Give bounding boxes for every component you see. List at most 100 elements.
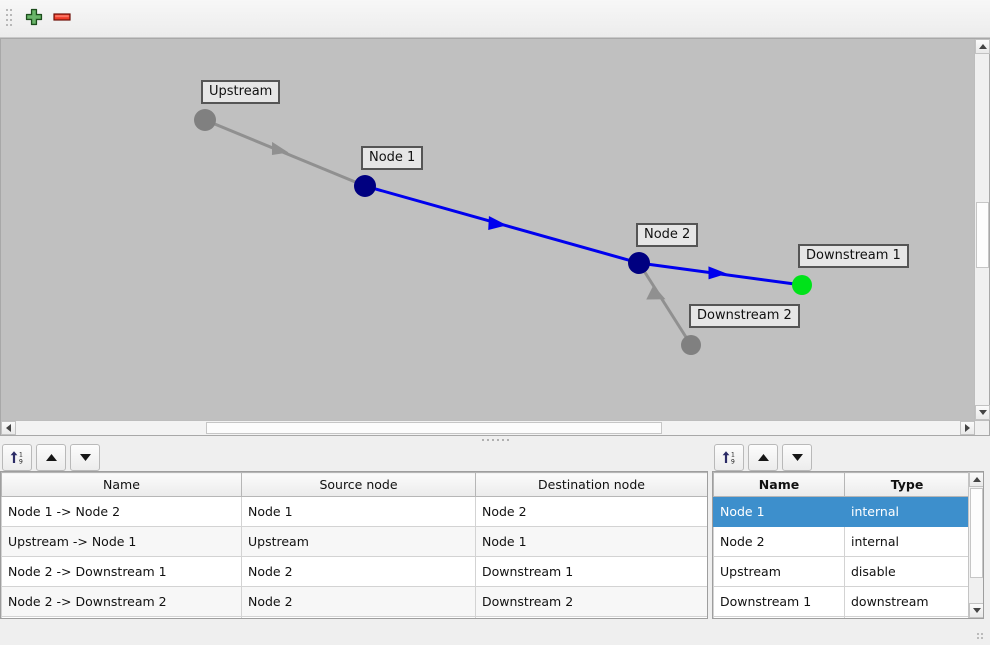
- edges-col-source[interactable]: Source node: [241, 472, 476, 497]
- edges-cell-destination[interactable]: Downstream 2: [475, 586, 707, 617]
- resize-grip-icon[interactable]: [977, 633, 987, 643]
- nodes-scrollbar-thumb[interactable]: [970, 488, 983, 578]
- chevron-down-icon: [978, 410, 987, 415]
- graph-node-downstream2[interactable]: [681, 335, 701, 355]
- edges-table[interactable]: Name Source node Destination node Node 1…: [1, 472, 707, 618]
- edges-move-up-button[interactable]: [36, 443, 66, 471]
- edges-cell-source[interactable]: Node 2: [241, 556, 476, 587]
- graph-canvas[interactable]: Upstream Node 1 Node 2 Downstream 1 Down…: [1, 39, 975, 420]
- table-row[interactable]: Upstream disable: [713, 556, 970, 587]
- arrow-up-icon: [45, 453, 57, 461]
- nodes-scroll-up-button[interactable]: [969, 472, 983, 487]
- svg-text:9: 9: [19, 458, 23, 465]
- nodes-table[interactable]: Name Type Node 1 internal Node 2 interna…: [713, 472, 970, 618]
- edges-cell-name[interactable]: Upstream -> Node 1: [1, 526, 242, 557]
- edges-panel: 1 9 Name Source n: [0, 443, 708, 623]
- table-row[interactable]: Node 1 -> Node 2 Node 1 Node 2: [1, 496, 707, 527]
- nodes-cell-name[interactable]: Upstream: [713, 556, 845, 587]
- table-row[interactable]: Downstream 1 downstream: [713, 586, 970, 617]
- nodes-move-down-button[interactable]: [782, 443, 812, 471]
- graph-horizontal-scrollbar[interactable]: [1, 420, 975, 435]
- table-row[interactable]: Upstream -> Node 1 Upstream Node 1: [1, 526, 707, 557]
- graph-edge-node2-downstream1[interactable]: [638, 261, 803, 287]
- graph-node-node2[interactable]: [628, 252, 650, 274]
- edges-sort-button[interactable]: 1 9: [2, 443, 32, 471]
- nodes-table-frame[interactable]: Name Type Node 1 internal Node 2 interna…: [712, 471, 984, 619]
- scroll-right-button[interactable]: [960, 421, 975, 435]
- scroll-down-button[interactable]: [975, 405, 990, 420]
- remove-button[interactable]: [48, 5, 76, 33]
- svg-text:1: 1: [731, 451, 735, 458]
- graph-view[interactable]: Upstream Node 1 Node 2 Downstream 1 Down…: [0, 38, 990, 436]
- nodes-sort-button[interactable]: 1 9: [714, 443, 744, 471]
- graph-vertical-scrollbar[interactable]: [974, 39, 990, 420]
- edges-cell-name[interactable]: Node 2 -> Downstream 2: [1, 586, 242, 617]
- chevron-up-icon: [972, 477, 981, 482]
- table-row[interactable]: Node 2 -> Downstream 1 Node 2 Downstream…: [1, 556, 707, 587]
- arrow-down-icon: [79, 453, 91, 461]
- edges-cell-destination[interactable]: Node 2: [475, 496, 707, 527]
- nodes-col-name[interactable]: Name: [713, 472, 845, 497]
- graph-node-upstream[interactable]: [194, 109, 216, 131]
- graph-node-downstream1[interactable]: [792, 275, 812, 295]
- nodes-cell-type[interactable]: disable: [844, 556, 970, 587]
- table-row[interactable]: Node 1 internal: [713, 496, 970, 527]
- table-row[interactable]: Node 2 -> Downstream 2 Node 2 Downstream…: [1, 586, 707, 617]
- graph-edge-upstream-node1[interactable]: [204, 118, 366, 188]
- edges-cell-destination[interactable]: Downstream 1: [475, 556, 707, 587]
- add-button[interactable]: [20, 5, 48, 33]
- nodes-cell-name[interactable]: Node 2: [713, 526, 845, 557]
- edges-cell-destination[interactable]: Node 1: [475, 526, 707, 557]
- chevron-up-icon: [978, 44, 987, 49]
- graph-node-label-downstream2[interactable]: Downstream 2: [689, 304, 800, 328]
- edges-col-name[interactable]: Name: [1, 472, 242, 497]
- arrow-down-icon: [791, 453, 803, 461]
- nodes-scroll-down-button[interactable]: [969, 603, 983, 618]
- edges-table-header-row: Name Source node Destination node: [1, 472, 707, 497]
- edges-table-frame[interactable]: Name Source node Destination node Node 1…: [0, 471, 708, 619]
- edges-cell-source[interactable]: Node 2: [241, 586, 476, 617]
- nodes-cell-type[interactable]: internal: [844, 496, 970, 527]
- chevron-down-icon: [972, 608, 981, 613]
- nodes-cell-type[interactable]: internal: [844, 526, 970, 557]
- graph-node-label-node2[interactable]: Node 2: [636, 223, 699, 247]
- graph-svg: [194, 109, 812, 355]
- table-row-empty: [713, 616, 970, 618]
- nodes-cell-name[interactable]: Node 1: [713, 496, 845, 527]
- add-icon: [24, 7, 44, 30]
- graph-edge-node2-downstream2[interactable]: [637, 262, 693, 346]
- graph-node-label-downstream1[interactable]: Downstream 1: [798, 244, 909, 268]
- edges-toolbar: 1 9: [0, 443, 708, 471]
- graph-node-label-upstream[interactable]: Upstream: [201, 80, 281, 104]
- nodes-cell-name[interactable]: Downstream 1: [713, 586, 845, 617]
- table-row[interactable]: Node 2 internal: [713, 526, 970, 557]
- edges-cell-name[interactable]: Node 1 -> Node 2: [1, 496, 242, 527]
- remove-icon: [51, 7, 73, 30]
- graph-node-label-node1[interactable]: Node 1: [361, 146, 424, 170]
- nodes-move-up-button[interactable]: [748, 443, 778, 471]
- edges-cell-source[interactable]: Upstream: [241, 526, 476, 557]
- svg-text:9: 9: [731, 458, 735, 465]
- nodes-panel: 1 9 Name Type: [708, 443, 990, 623]
- graph-edge-node1-node2[interactable]: [364, 184, 640, 265]
- scroll-left-button[interactable]: [1, 421, 16, 435]
- graph-node-node1[interactable]: [354, 175, 376, 197]
- nodes-col-type[interactable]: Type: [844, 472, 970, 497]
- nodes-table-header-row: Name Type: [713, 472, 970, 497]
- panel-splitter[interactable]: [0, 436, 990, 444]
- edges-col-destination[interactable]: Destination node: [475, 472, 707, 497]
- scroll-up-button[interactable]: [975, 39, 990, 54]
- horizontal-scrollbar-thumb[interactable]: [206, 422, 662, 434]
- edges-move-down-button[interactable]: [70, 443, 100, 471]
- nodes-cell-type[interactable]: downstream: [844, 586, 970, 617]
- chevron-left-icon: [6, 424, 11, 432]
- vertical-scrollbar-thumb[interactable]: [976, 202, 989, 268]
- status-bar: [0, 623, 990, 645]
- nodes-table-scrollbar[interactable]: [968, 472, 983, 618]
- sort-ascending-icon: 1 9: [722, 450, 735, 465]
- edges-cell-source[interactable]: Node 1: [241, 496, 476, 527]
- edges-cell-name[interactable]: Node 2 -> Downstream 1: [1, 556, 242, 587]
- toolbar-drag-handle[interactable]: [4, 8, 14, 30]
- splitter-grip-icon: [481, 439, 509, 441]
